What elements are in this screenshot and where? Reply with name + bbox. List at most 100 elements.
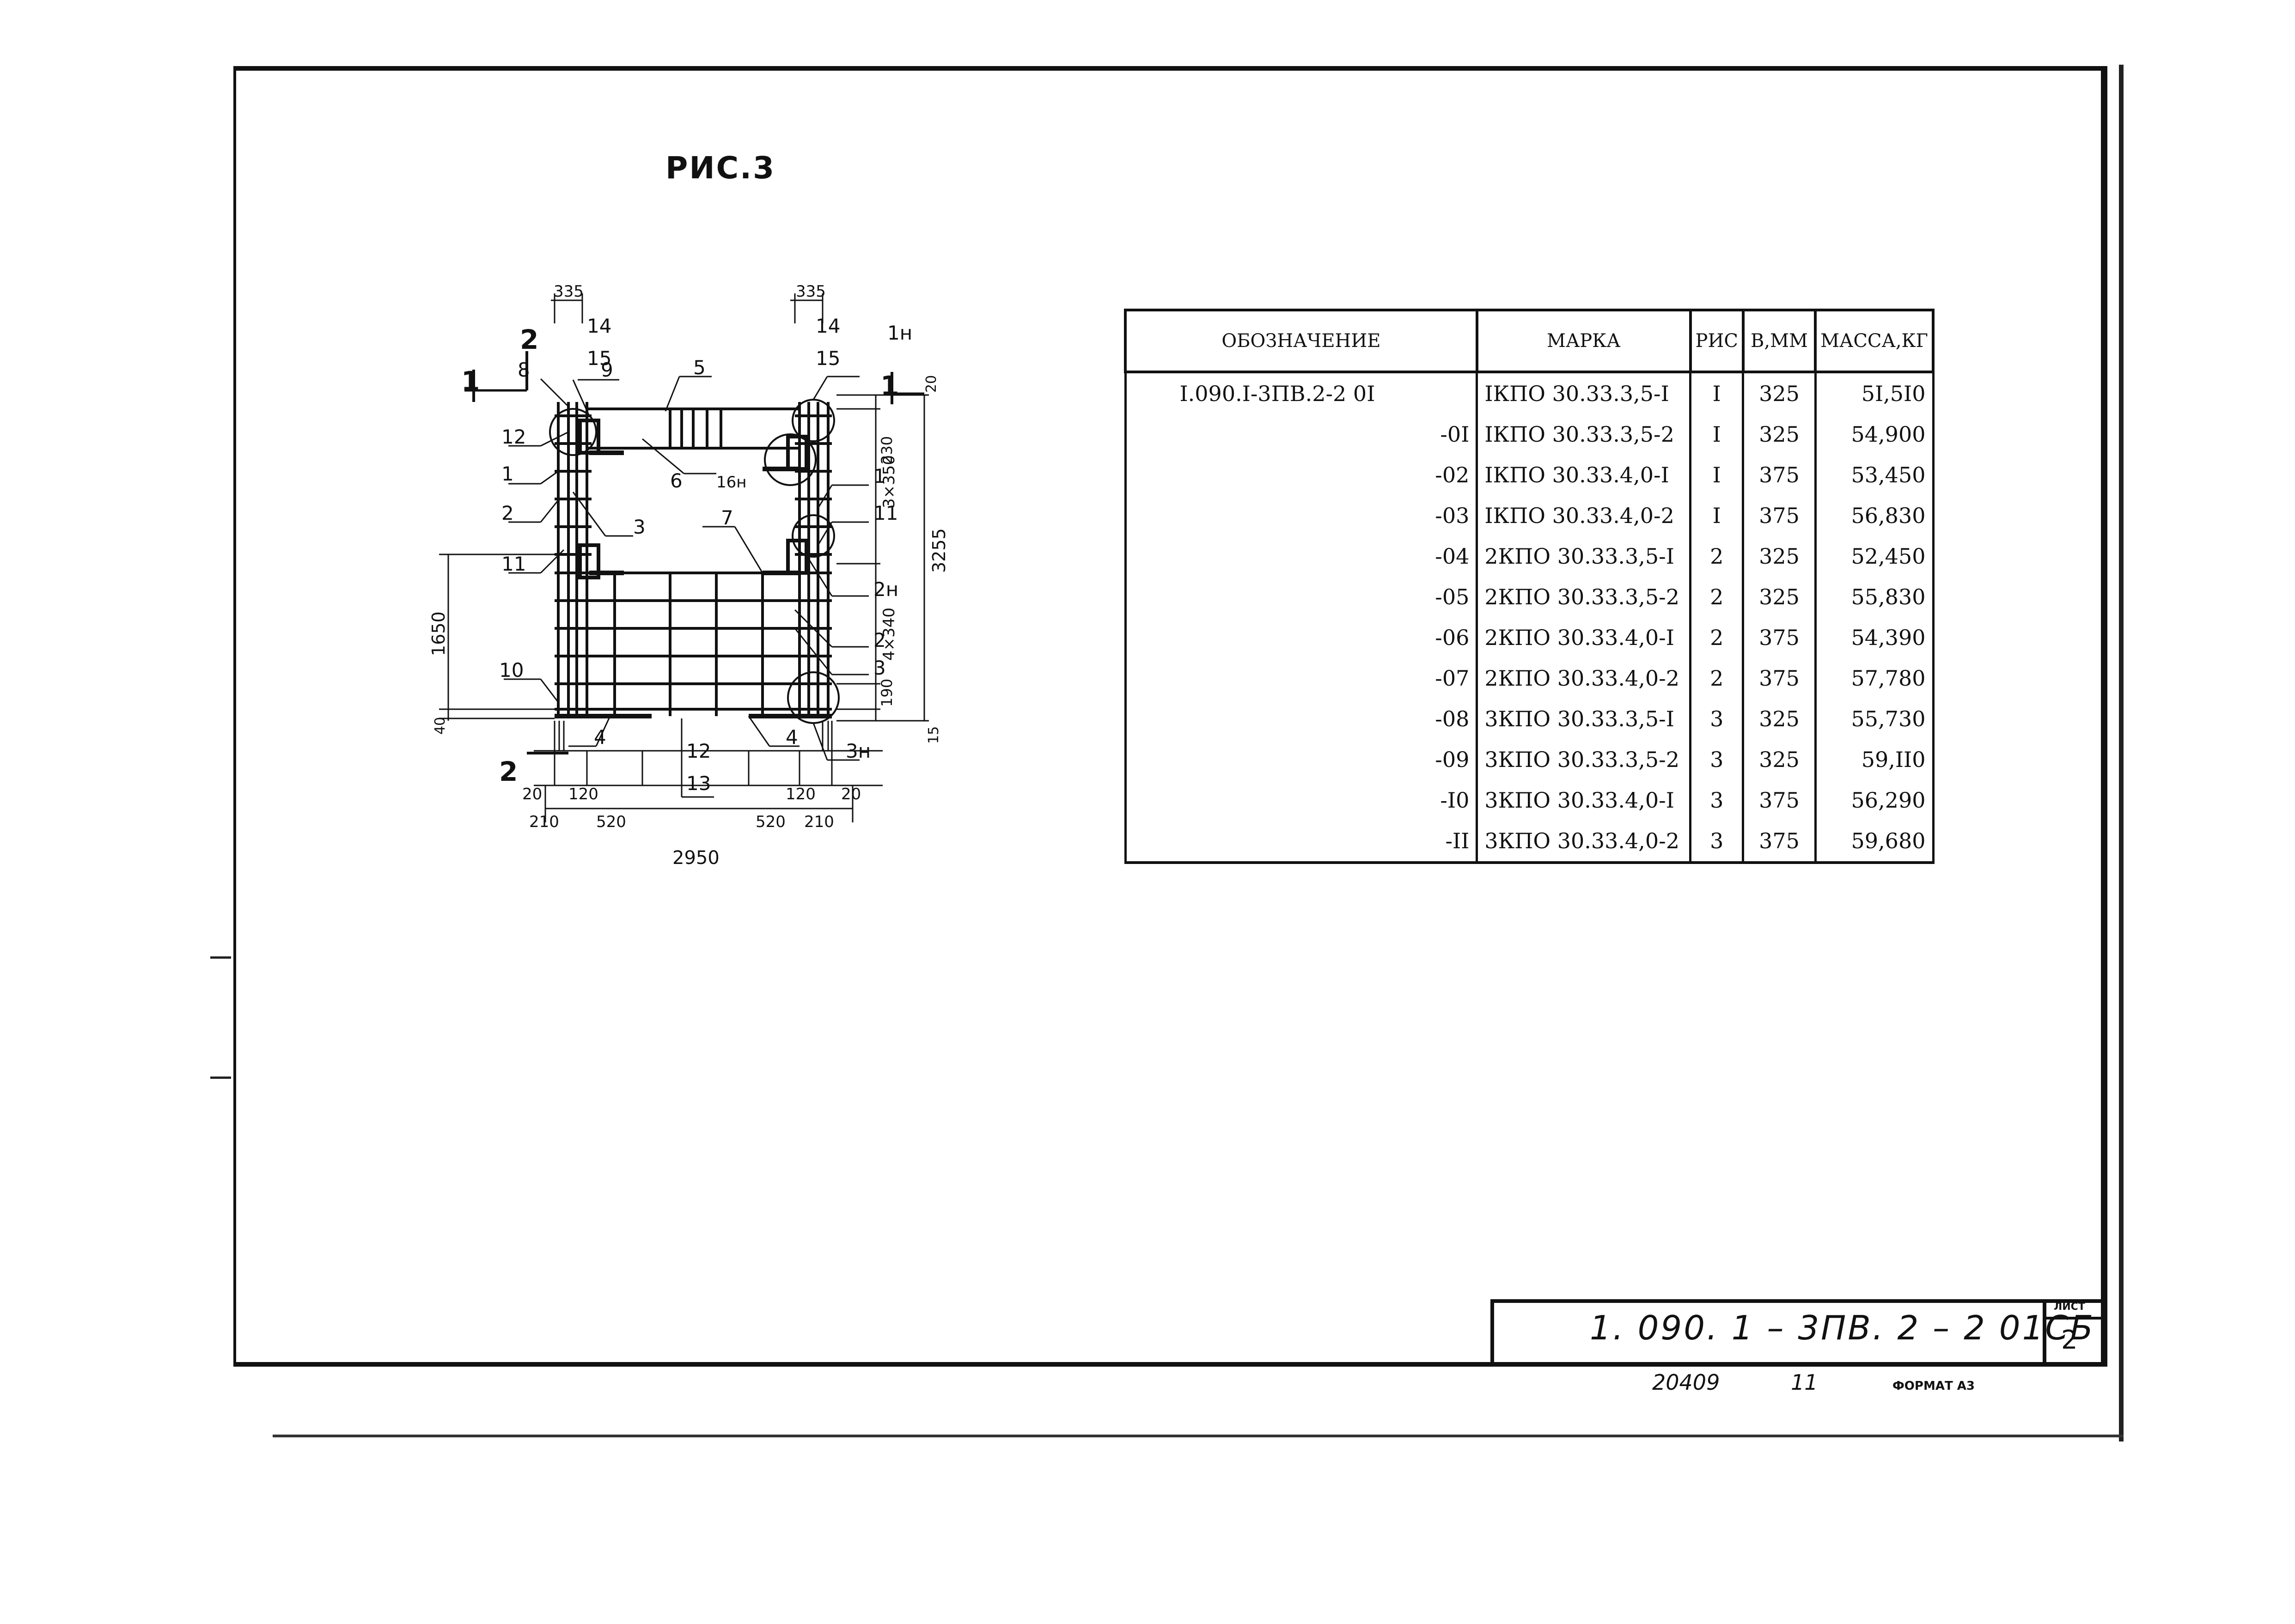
- callout-6: 6: [670, 469, 683, 492]
- cell-figure: 3: [1689, 699, 1745, 739]
- cell-designation: -02: [1124, 455, 1478, 495]
- cell-width: 325: [1742, 372, 1817, 414]
- cage-outline: [549, 399, 840, 724]
- cell-width: 325: [1742, 577, 1817, 617]
- header-mark: МАРКА: [1475, 309, 1692, 373]
- dim-top-right: 335: [796, 282, 826, 301]
- header-figure: РИС: [1689, 309, 1745, 373]
- dim-520-left: 520: [596, 813, 626, 831]
- reinforcement-drawing: 335 335 3255 1650 3×350 4×340 230 20 190…: [430, 282, 949, 869]
- cell-mark: 2КПО 30.33.4,0-2: [1476, 658, 1692, 699]
- binding-tick: [210, 956, 231, 959]
- dim-210-left: 210: [529, 813, 559, 831]
- callout-10: 10: [499, 659, 524, 681]
- cell-mark: IКПО 30.33.4,0-2: [1476, 495, 1692, 536]
- section-mark-2-bottom: 2: [499, 756, 518, 787]
- dim-210-right: 210: [804, 813, 834, 831]
- cell-mass: 56,830: [1814, 495, 1935, 536]
- section-mark-2: 2: [520, 324, 538, 355]
- dim-15: 15: [926, 726, 942, 744]
- callout-16n: 16н: [716, 473, 747, 492]
- cell-width: 325: [1742, 739, 1817, 780]
- cell-mark: IКПО 30.33.3,5-I: [1476, 372, 1692, 414]
- callout-7: 7: [721, 506, 733, 529]
- cell-figure: I: [1689, 455, 1745, 495]
- callout-2n: 2н: [873, 578, 898, 601]
- cell-designation: -I0: [1124, 780, 1478, 821]
- cell-designation: -06: [1124, 617, 1478, 658]
- cell-mass: 5I,5I0: [1814, 372, 1935, 414]
- callout-1n: 1н: [887, 322, 912, 344]
- cell-figure: 3: [1689, 780, 1745, 821]
- cell-mass: 54,900: [1814, 414, 1935, 455]
- cell-mark: 2КПО 30.33.3,5-2: [1476, 577, 1692, 617]
- callout-11: 11: [501, 553, 526, 575]
- trim-line: [273, 1435, 2124, 1437]
- cell-width: 325: [1742, 536, 1817, 577]
- specification-table: ОБОЗНАЧЕНИЕ МАРКА РИС В,ММ МАССА,КГ I.09…: [1124, 309, 1935, 864]
- cell-mark: IКПО 30.33.4,0-I: [1476, 455, 1692, 495]
- callout-5: 5: [693, 356, 706, 379]
- cell-figure: 3: [1689, 739, 1745, 780]
- callout-14-right: 14: [816, 315, 840, 337]
- cell-mass: 55,830: [1814, 577, 1935, 617]
- callout-14: 14: [587, 315, 611, 337]
- cell-mark: 3КПО 30.33.4,0-2: [1476, 821, 1692, 864]
- callout-1: 1: [501, 462, 514, 485]
- dim-top-left: 335: [554, 282, 584, 301]
- callout-8: 8: [518, 359, 530, 381]
- callout-11-right: 11: [873, 502, 898, 524]
- cell-width: 325: [1742, 414, 1817, 455]
- cell-figure: 2: [1689, 658, 1745, 699]
- cell-width: 375: [1742, 658, 1817, 699]
- section-mark-1-right: 1: [880, 370, 899, 401]
- cell-designation: I.090.I-3ПВ.2-2 0I: [1124, 372, 1478, 414]
- table-header-row: ОБОЗНАЧЕНИЕ МАРКА РИС В,ММ МАССА,КГ: [1124, 309, 1935, 373]
- dim-40: 40: [432, 717, 448, 735]
- section-mark-1: 1: [461, 365, 480, 397]
- cell-mark: 2КПО 30.33.3,5-I: [1476, 536, 1692, 577]
- callout-15-right: 15: [816, 347, 840, 370]
- sheet-box: [2043, 1299, 2103, 1367]
- callout-2: 2: [501, 502, 514, 524]
- cell-mass: 55,730: [1814, 699, 1935, 739]
- cell-mark: 3КПО 30.33.3,5-I: [1476, 699, 1692, 739]
- cell-mass: 57,780: [1814, 658, 1935, 699]
- cell-designation: -08: [1124, 699, 1478, 739]
- cell-figure: I: [1689, 372, 1745, 414]
- cell-designation: -II: [1124, 821, 1478, 864]
- dim-230: 230: [878, 436, 896, 464]
- cell-designation: -04: [1124, 536, 1478, 577]
- dim-20-left: 20: [522, 785, 542, 803]
- cell-mass: 59,II0: [1814, 739, 1935, 780]
- drawing-frame: [233, 66, 2107, 1367]
- dim-190: 190: [878, 679, 896, 707]
- cell-figure: 2: [1689, 617, 1745, 658]
- cell-width: 325: [1742, 699, 1817, 739]
- dimension-lines: [439, 293, 929, 822]
- header-width: В,ММ: [1741, 309, 1817, 373]
- header-mass: МАССА,КГ: [1814, 309, 1935, 373]
- callout-3-right: 3: [873, 657, 886, 679]
- sheet-label: ЛИСТ: [2054, 1301, 2085, 1313]
- header-designation: ОБОЗНАЧЕНИЕ: [1124, 309, 1478, 373]
- cell-mark: 3КПО 30.33.4,0-I: [1476, 780, 1692, 821]
- callout-2-right: 2: [873, 629, 886, 651]
- dim-pitch-upper: 3×350: [880, 455, 898, 508]
- document-designation: 1. 090. 1 – 3ПВ. 2 – 2 01СБ: [1590, 1308, 2095, 1347]
- cell-width: 375: [1742, 780, 1817, 821]
- cell-mass: 56,290: [1814, 780, 1935, 821]
- cell-designation: -03: [1124, 495, 1478, 536]
- cell-width: 375: [1742, 821, 1817, 864]
- cell-designation: -0I: [1124, 414, 1478, 455]
